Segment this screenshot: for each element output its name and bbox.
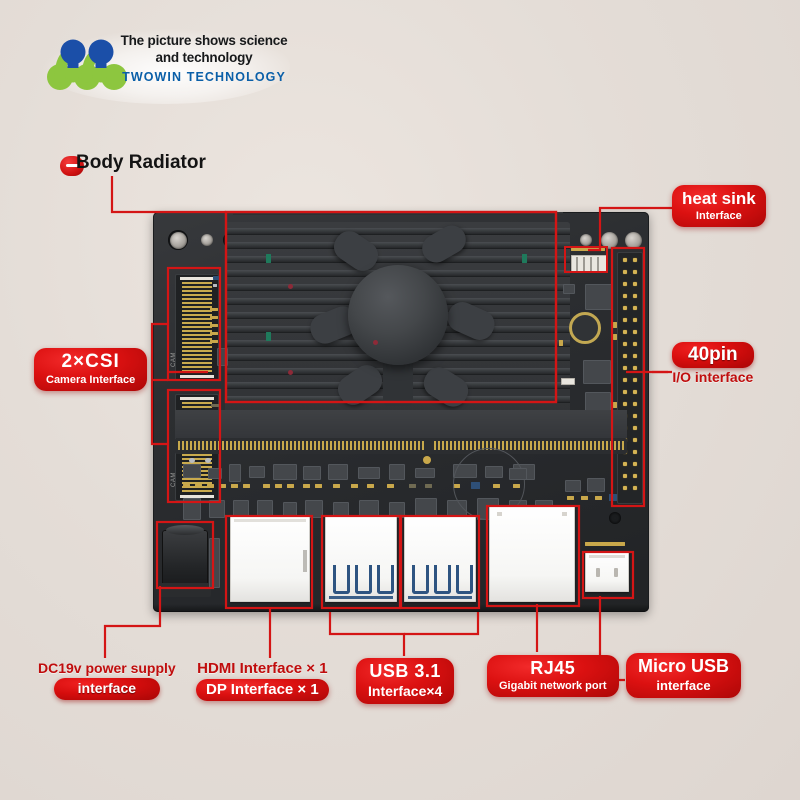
board-surface: CAM CAM	[153, 212, 649, 612]
som-edge-connector	[175, 438, 627, 454]
circuit-board: CAM CAM	[153, 212, 649, 612]
label-rj45-title: RJ45	[530, 658, 576, 678]
som-module-shadow	[175, 410, 627, 438]
label-dc-power[interactable]: DC19v power supply interface	[38, 660, 176, 700]
gold-mounting-ring	[569, 312, 601, 344]
label-csi-title: 2×CSI	[61, 351, 120, 372]
label-dc-power-title: DC19v power supply	[38, 660, 176, 676]
label-csi[interactable]: 2×CSI Camera Interface	[34, 348, 148, 391]
logo-brand-name: TWOWIN TECHNOLOGY	[122, 70, 286, 84]
label-micro-usb[interactable]: Micro USB interface	[626, 653, 742, 698]
usb-port-stack-1	[325, 516, 397, 602]
label-rj45-subtitle: Gigabit network port	[499, 680, 607, 692]
label-micro-usb-title: Micro USB	[638, 656, 730, 676]
usb-port-stack-2	[404, 516, 476, 602]
minus-badge-icon	[60, 156, 84, 176]
logo-text-block: The picture shows science and technology…	[118, 32, 290, 84]
company-logo: The picture shows science and technology…	[40, 28, 290, 104]
label-heat-sink-subtitle: Interface	[695, 210, 742, 222]
label-usb-title: USB 3.1	[369, 661, 441, 681]
label-hdmi-title: HDMI Interface × 1	[197, 660, 328, 677]
label-rj45[interactable]: RJ45 Gigabit network port	[487, 655, 619, 697]
label-csi-subtitle: Camera Interface	[46, 374, 136, 386]
label-body-radiator-title: Body Radiator	[76, 152, 206, 173]
label-40pin-subtitle: I/O interface	[672, 369, 754, 385]
logo-tagline-line1: The picture shows science	[120, 33, 288, 48]
mounting-screw	[201, 234, 213, 246]
logo-tagline-line2: and technology	[155, 50, 253, 65]
label-40pin-title: 40pin	[688, 344, 738, 365]
dc-power-jack	[159, 525, 211, 597]
label-heat-sink-title: heat sink	[682, 189, 756, 208]
mounting-screw	[170, 232, 187, 249]
label-heat-sink[interactable]: heat sink Interface	[672, 185, 766, 227]
label-dc-power-subtitle: interface	[77, 680, 137, 696]
micro-usb-port	[585, 552, 629, 592]
label-micro-usb-subtitle: interface	[656, 678, 711, 693]
rj45-ethernet-port	[489, 506, 575, 602]
label-usb[interactable]: USB 3.1 Interface×4	[356, 658, 455, 704]
label-40pin[interactable]: 40pin I/O interface	[672, 342, 754, 385]
label-dp-subtitle: DP Interface × 1	[206, 681, 319, 698]
label-usb-subtitle: Interface×4	[368, 683, 443, 699]
label-hdmi-dp[interactable]: HDMI Interface × 1 DP Interface × 1	[196, 660, 329, 701]
logo-mark-icon	[47, 39, 127, 90]
hdmi-dp-port	[230, 516, 310, 602]
